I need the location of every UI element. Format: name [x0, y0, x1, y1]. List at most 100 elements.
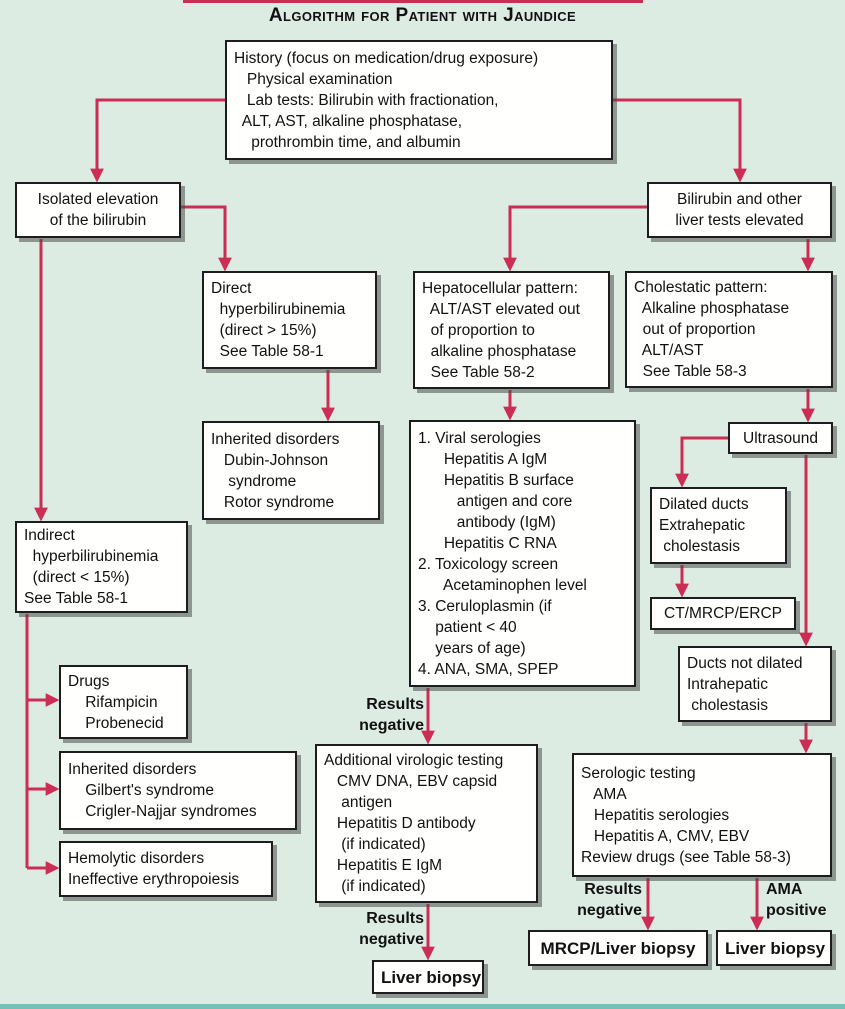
node-direct-hyperbilirubinemia: Direct hyperbilirubinemia (direct > 15%)… [202, 271, 377, 369]
node-viral-serologies-line: antibody (IgM) [418, 513, 556, 531]
connector-ultrasound-to-dilated [675, 436, 728, 488]
node-isolated-elevation: Isolated elevation of the bilirubin [15, 182, 181, 238]
node-hepatocellular-pattern: Hepatocellular pattern: ALT/AST elevated… [413, 271, 610, 389]
node-hepatocellular-pattern-line: alkaline phosphatase [422, 342, 577, 360]
node-serologic-testing-line: Hepatitis serologies [581, 806, 730, 824]
label-ama-positive-line: positive [766, 902, 827, 919]
node-history-line: ALT, AST, alkaline phosphatase, [234, 112, 463, 130]
node-viral-serologies-line: 1. Viral serologies [418, 429, 541, 447]
node-additional-virologic-testing-line: Hepatitis E IgM [324, 857, 443, 874]
label-results-negative-3: Results negative [556, 879, 642, 921]
node-hemolytic-disorders-line: Hemolytic disorders [68, 850, 205, 867]
node-history-line: History (focus on medication/drug exposu… [234, 49, 539, 67]
node-viral-serologies-line: patient < 40 [418, 618, 517, 636]
node-ct-mrcp-ercp-line: CT/MRCP/ERCP [664, 605, 782, 622]
node-hepatocellular-pattern-line: of proportion to [422, 321, 535, 339]
label-results-negative-3-line: Results [584, 881, 642, 898]
node-inherited-gilbert-crigler-line: Gilbert's syndrome [68, 782, 214, 799]
node-direct-hyperbilirubinemia-line: hyperbilirubinemia [211, 301, 346, 318]
node-hepatocellular-pattern-line: Hepatocellular pattern: [422, 279, 578, 297]
node-additional-virologic-testing-line: (if indicated) [324, 836, 426, 853]
node-cholestatic-pattern-line: ALT/AST [634, 342, 704, 359]
node-isolated-elevation-line: Isolated elevation [37, 191, 159, 208]
node-dilated-ducts-line: cholestasis [659, 538, 740, 555]
node-hepatocellular-pattern-line: ALT/AST elevated out [422, 300, 580, 318]
node-direct-hyperbilirubinemia-line: Direct [211, 280, 252, 297]
connector-bilirubin-to-hepatocellular [503, 205, 647, 272]
connector-history-to-bilirubin [612, 98, 747, 183]
node-viral-serologies-line: Hepatitis A IgM [418, 450, 548, 468]
node-direct-hyperbilirubinemia-line: See Table 58-1 [211, 343, 324, 360]
node-history-line: prothrombin time, and albumin [234, 133, 461, 151]
node-indirect-hyperbilirubinemia: Indirect hyperbilirubinemia (direct < 15… [15, 521, 188, 613]
label-results-negative-1: Results negative [338, 694, 424, 736]
page-title: Algorithm for Patient with Jaundice [268, 5, 577, 26]
node-serologic-testing-line: Serologic testing [581, 764, 696, 782]
label-ama-positive-line: AMA [766, 881, 803, 898]
node-serologic-testing: Serologic testing AMA Hepatitis serologi… [572, 753, 832, 877]
node-indirect-hyperbilirubinemia-line: Indirect [24, 527, 75, 544]
node-viral-serologies-line: antigen and core [418, 492, 573, 510]
node-liver-biopsy-right: Liver biopsy [716, 930, 832, 966]
node-viral-serologies-line: 3. Ceruloplasmin (if [418, 597, 552, 615]
node-viral-serologies-line: years of age) [418, 639, 526, 657]
top-rule [183, 0, 643, 3]
node-inherited-dubin-rotor-line: Rotor syndrome [211, 493, 335, 511]
node-ultrasound-line: Ultrasound [743, 429, 818, 447]
node-mrcp-liver-biopsy-line: MRCP/Liver biopsy [540, 938, 696, 958]
node-inherited-dubin-rotor-line: Inherited disorders [211, 430, 340, 448]
node-additional-virologic-testing-line: Additional virologic testing [324, 752, 504, 769]
node-indirect-hyperbilirubinemia-line: hyperbilirubinemia [24, 548, 159, 565]
node-inherited-dubin-rotor: Inherited disorders Dubin-Johnson syndro… [202, 421, 380, 520]
node-additional-virologic-testing-line: antigen [324, 794, 393, 811]
node-ducts-not-dilated-line: Ducts not dilated [687, 654, 803, 672]
node-history: History (focus on medication/drug exposu… [225, 40, 613, 160]
node-cholestatic-pattern-line: See Table 58-3 [634, 363, 747, 380]
node-serologic-testing-line: Review drugs (see Table 58-3) [581, 848, 791, 866]
node-hepatocellular-pattern-line: See Table 58-2 [422, 363, 535, 381]
bottom-rule [0, 1004, 845, 1009]
node-additional-virologic-testing-line: (if indicated) [324, 878, 426, 895]
node-viral-serologies-line: 2. Toxicology screen [418, 555, 559, 573]
node-serologic-testing-line: Hepatitis A, CMV, EBV [581, 827, 750, 845]
node-cholestatic-pattern-line: Alkaline phosphatase [634, 300, 790, 317]
connector-isolated-to-direct [181, 205, 232, 272]
node-indirect-hyperbilirubinemia-line: See Table 58-1 [24, 590, 128, 607]
node-viral-serologies-line: Hepatitis B surface [418, 471, 574, 489]
node-additional-virologic-testing-line: Hepatitis D antibody [324, 815, 476, 832]
connector-history-to-isolated [90, 98, 225, 183]
label-results-negative-3-line: negative [577, 902, 642, 919]
node-liver-biopsy-right-line: Liver biopsy [725, 938, 826, 958]
node-ultrasound: Ultrasound [728, 422, 833, 454]
node-viral-serologies-line: 4. ANA, SMA, SPEP [418, 660, 559, 678]
node-liver-biopsy-center: Liver biopsy [372, 960, 484, 994]
node-dilated-ducts-line: Extrahepatic [659, 517, 746, 534]
node-ducts-not-dilated-line: cholestasis [687, 696, 768, 714]
node-cholestatic-pattern-line: out of proportion [634, 321, 756, 338]
label-ama-positive: AMA positive [766, 879, 838, 921]
label-results-negative-1-line: negative [359, 717, 424, 734]
node-history-line: Lab tests: Bilirubin with fractionation, [234, 91, 499, 109]
node-inherited-gilbert-crigler-line: Inherited disorders [68, 761, 197, 778]
node-dilated-ducts-line: Dilated ducts [659, 496, 749, 513]
node-additional-virologic-testing: Additional virologic testing CMV DNA, EB… [315, 744, 538, 903]
node-serologic-testing-line: AMA [581, 785, 627, 803]
label-results-negative-2-line: Results [366, 910, 424, 927]
node-drugs-line: Rifampicin [68, 693, 158, 711]
node-inherited-dubin-rotor-line: Dubin-Johnson [211, 451, 329, 469]
node-indirect-hyperbilirubinemia-line: (direct < 15%) [24, 569, 130, 586]
node-drugs-line: Drugs [68, 672, 110, 690]
node-history-line: Physical examination [234, 70, 393, 88]
node-direct-hyperbilirubinemia-line: (direct > 15%) [211, 322, 317, 339]
node-cholestatic-pattern-line: Cholestatic pattern: [634, 279, 768, 296]
node-cholestatic-pattern: Cholestatic pattern: Alkaline phosphatas… [625, 271, 833, 388]
node-viral-serologies: 1. Viral serologies Hepatitis A IgM Hepa… [409, 420, 636, 687]
node-isolated-elevation-line: of the bilirubin [49, 212, 147, 229]
label-results-negative-1-line: Results [366, 696, 424, 713]
node-additional-virologic-testing-line: CMV DNA, EBV capsid [324, 773, 498, 790]
node-ct-mrcp-ercp: CT/MRCP/ERCP [650, 597, 796, 630]
